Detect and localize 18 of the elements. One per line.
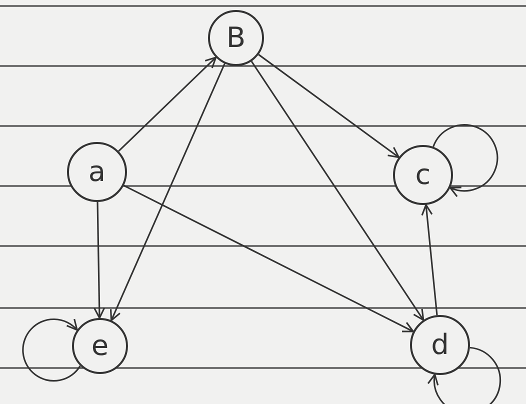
node-circle: [208, 10, 264, 66]
node-label: c: [415, 161, 431, 189]
arrow: [250, 60, 424, 321]
self-loop-arrow: [432, 124, 498, 197]
arrow: [110, 63, 226, 322]
node-label: d: [431, 331, 449, 359]
arrow: [123, 184, 414, 332]
node-circle: [393, 145, 453, 205]
arrow: [421, 204, 438, 316]
node-label: B: [226, 24, 246, 52]
node-circle: [72, 318, 128, 374]
node-label: e: [91, 332, 109, 360]
arrow: [118, 56, 217, 152]
self-loop-arrow: [428, 346, 502, 404]
self-loop-arrow: [22, 318, 81, 382]
arrow: [94, 202, 106, 319]
node-label: a: [88, 158, 106, 186]
arrow: [258, 54, 400, 158]
